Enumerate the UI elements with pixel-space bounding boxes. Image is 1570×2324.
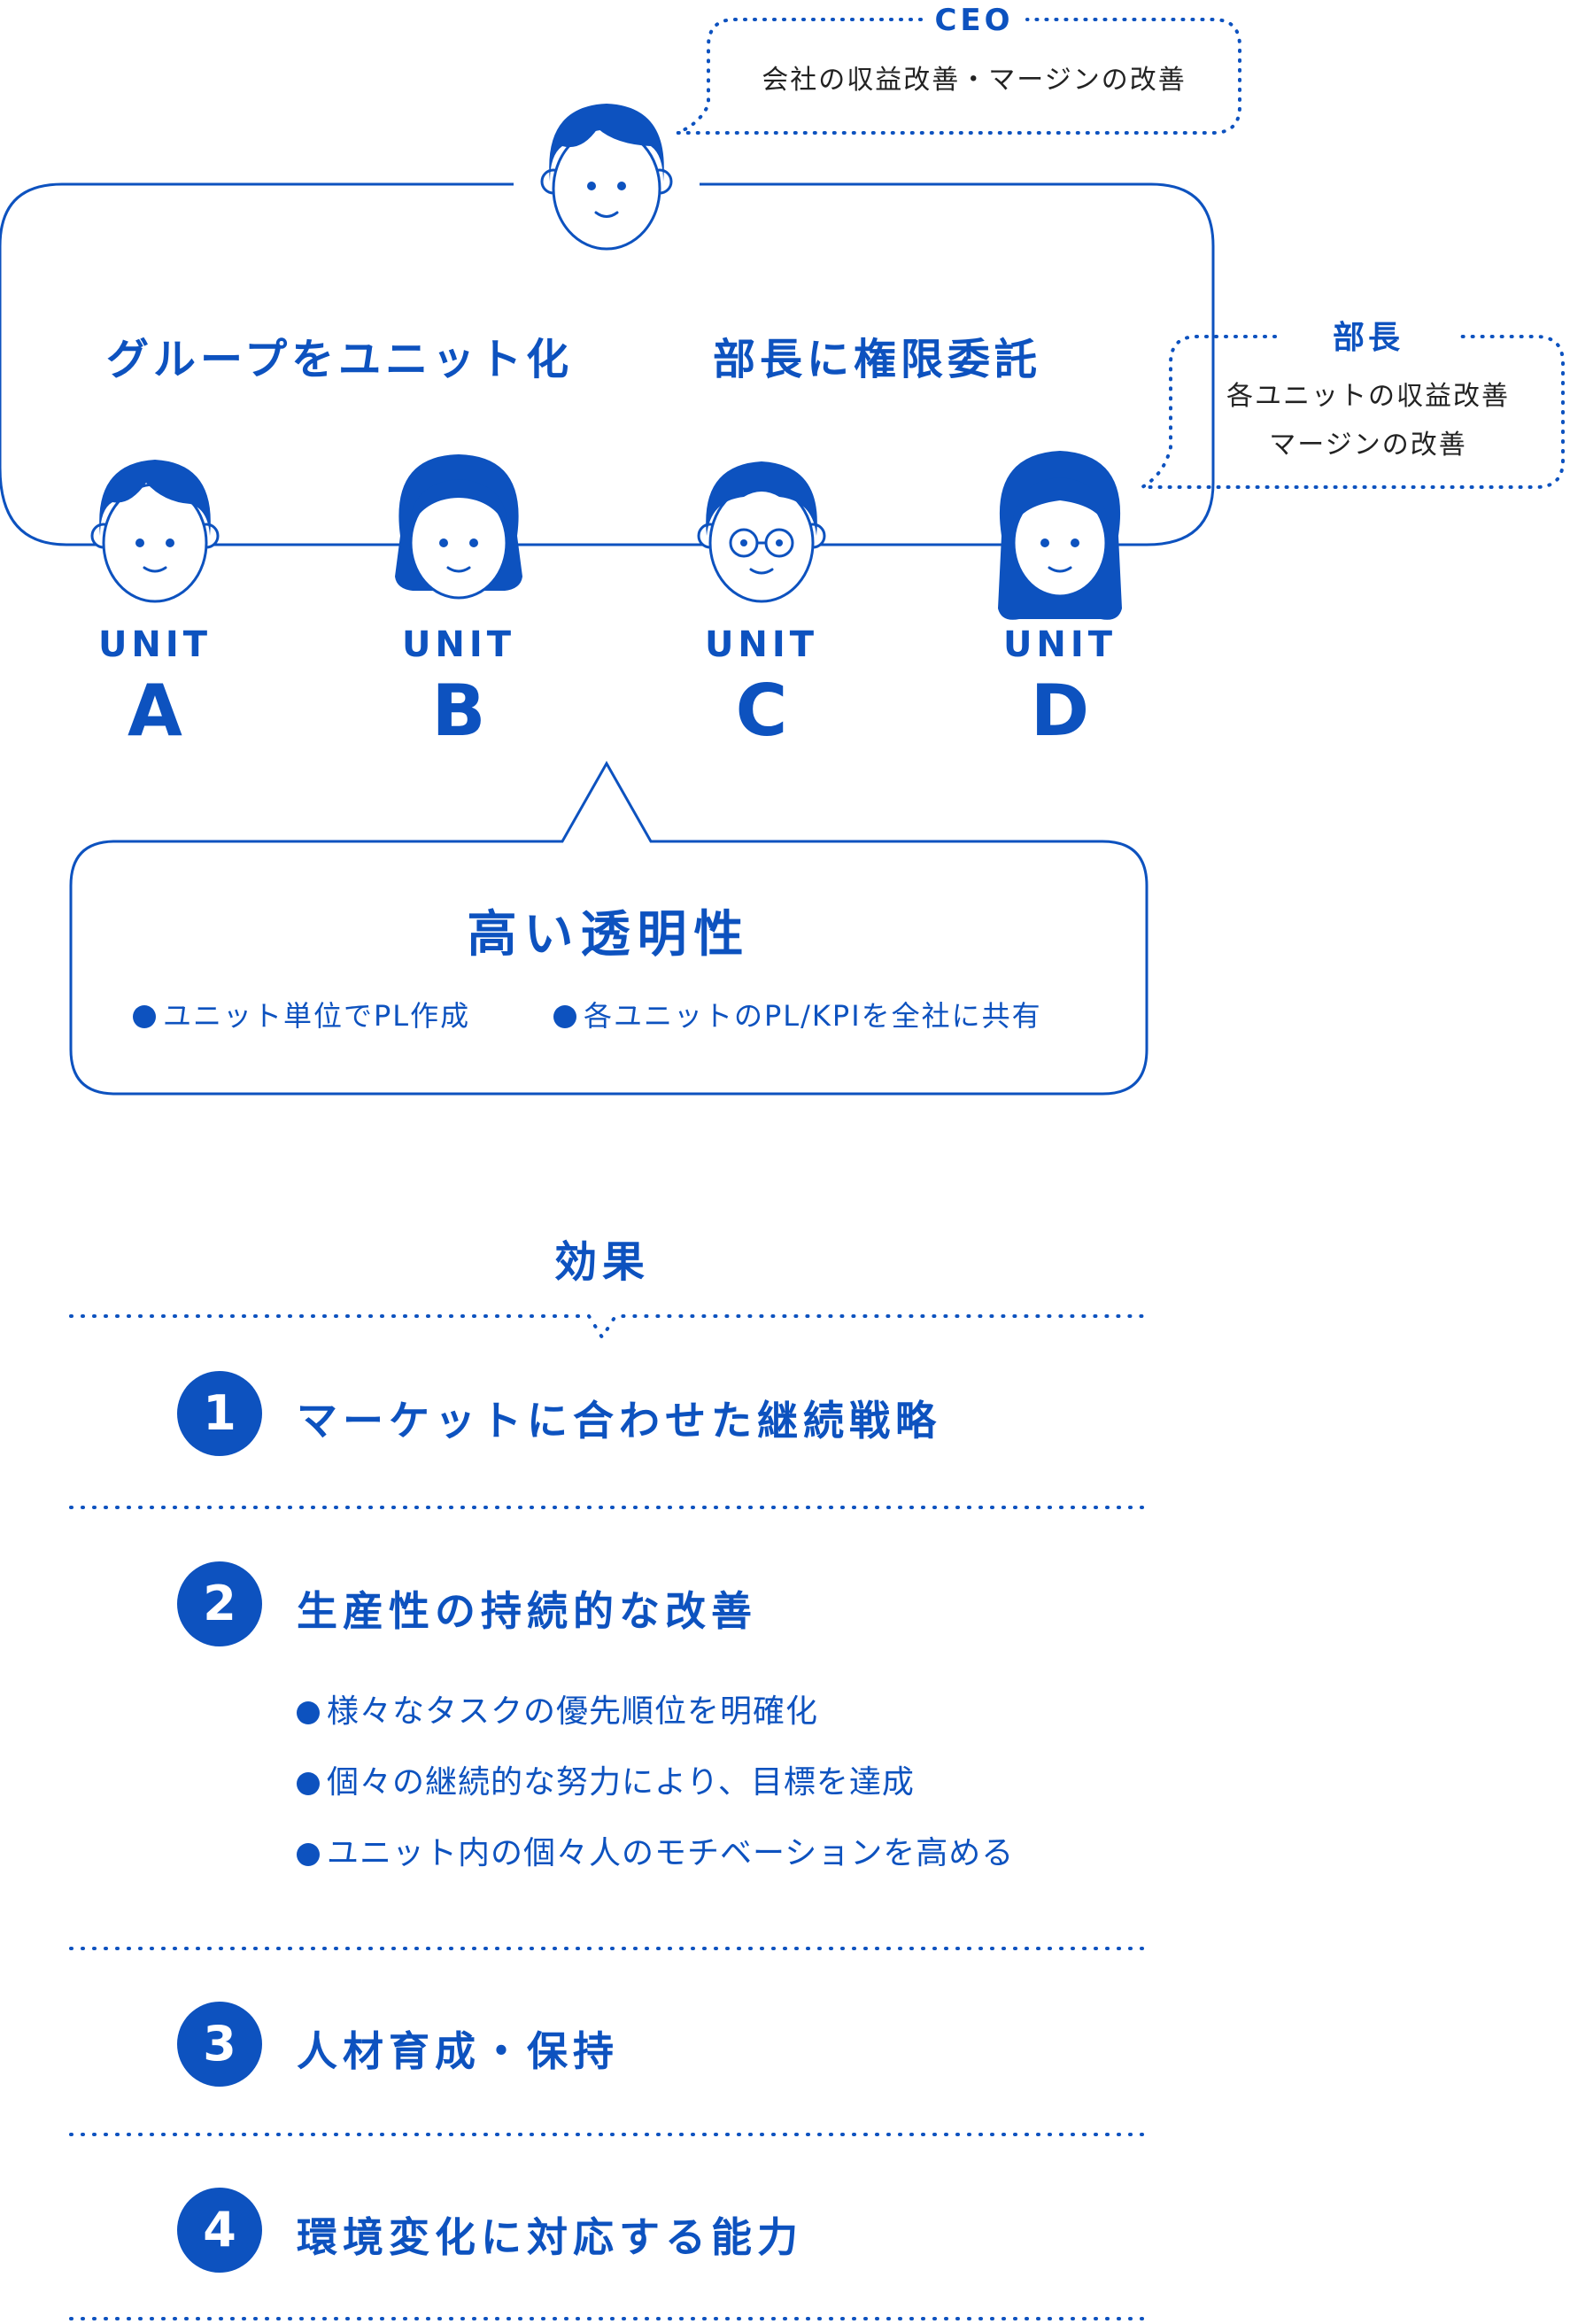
effect-2-sub-3: ユニット内の個々人のモチベーションを高める xyxy=(297,1827,1014,1873)
manager-role-line1: 各ユニットの収益改善 xyxy=(1226,381,1510,412)
effect-number-3: 3 xyxy=(177,2002,262,2087)
unit-d-avatar xyxy=(998,451,1122,620)
ceo-title: CEO xyxy=(934,3,1014,38)
unit-d-letter: D xyxy=(1030,670,1090,752)
effect-number-2: 2 xyxy=(177,1561,262,1646)
transparency-item-2: 各ユニットのPL/KPIを全社に共有 xyxy=(553,994,1042,1034)
transparency-callout-box xyxy=(69,760,1148,1096)
unit-a-letter: A xyxy=(128,670,182,752)
unit-a-word: UNIT xyxy=(97,624,213,665)
headline-unitize: グループをユニット化 xyxy=(106,335,574,384)
ceo-role: 会社の収益改善・マージンの改善 xyxy=(762,65,1187,96)
transparency-item-1: ユニット単位でPL作成 xyxy=(133,994,470,1034)
effect-number-4: 4 xyxy=(177,2188,262,2273)
bullet-icon xyxy=(297,1772,320,1795)
effect-label-2: 生産性の持続的な改善 xyxy=(297,1587,757,1635)
effect-dividers xyxy=(69,1314,1148,2320)
unit-d-word: UNIT xyxy=(1002,624,1118,665)
unit-c-letter: C xyxy=(735,670,788,752)
transparency-title: 高い透明性 xyxy=(467,906,751,964)
ceo-speech-bubble xyxy=(677,18,1241,135)
effect-2-sub-2: 個々の継続的な努力により、目標を達成 xyxy=(297,1756,915,1802)
bullet-icon xyxy=(297,1701,320,1724)
unit-c-avatar xyxy=(697,461,826,603)
org-connector-frame xyxy=(0,182,1215,546)
ceo-avatar xyxy=(540,104,673,251)
manager-title: 部長 xyxy=(1332,320,1404,356)
effect-divider-top xyxy=(69,1314,1148,1341)
effect-label-1: マーケットに合わせた継続戦略 xyxy=(297,1397,941,1445)
manager-speech-bubble xyxy=(1135,335,1565,489)
bullet-icon xyxy=(297,1843,320,1866)
bullet-icon xyxy=(553,1005,576,1028)
unit-b-word: UNIT xyxy=(401,624,516,665)
unit-c-word: UNIT xyxy=(704,624,819,665)
manager-role-line2: マージンの改善 xyxy=(1269,430,1467,461)
effect-2-sub-1: 様々なタスクの優先順位を明確化 xyxy=(297,1685,818,1731)
bullet-icon xyxy=(133,1005,156,1028)
unit-b-letter: B xyxy=(431,670,486,752)
unit-b-avatar xyxy=(395,454,522,600)
effect-label-4: 環境変化に対応する能力 xyxy=(297,2213,803,2261)
effect-number-1: 1 xyxy=(177,1371,262,1456)
effects-title: 効果 xyxy=(553,1237,650,1287)
effect-label-3: 人材育成・保持 xyxy=(297,2027,619,2075)
unit-a-avatar xyxy=(90,460,220,603)
headline-delegation: 部長に権限委託 xyxy=(713,335,1042,384)
